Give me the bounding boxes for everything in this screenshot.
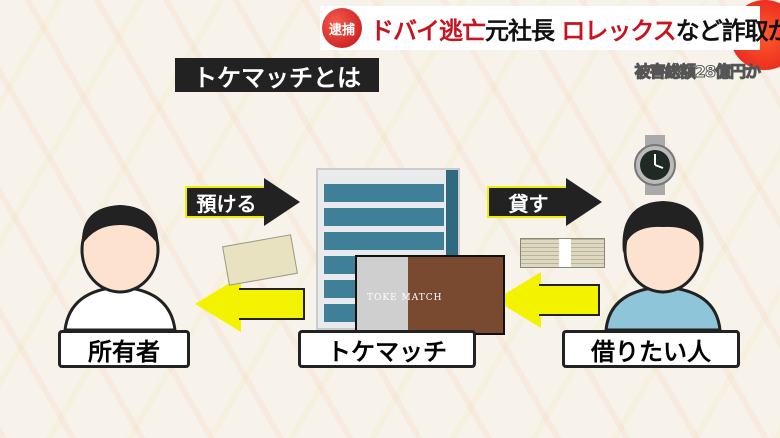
payment-to-owner-arrow [195,276,305,332]
lend-arrow: 貸す [487,178,602,226]
lend-label: 貸す [487,186,568,218]
deposit-label: 預ける [185,186,266,218]
tokematch-photo: TOKE MATCH [355,255,505,335]
headline-banner: ドバイ逃亡元社長 ロレックスなど詐取か [320,6,780,50]
payment-from-borrower-arrow [495,272,600,328]
tokematch-logo: TOKE MATCH [367,293,443,303]
arrest-badge: 逮捕 [322,8,362,48]
headline-part4: など詐取か [675,16,780,45]
headline-part2: 元社長 [485,16,555,45]
borrower-person-icon [604,201,722,330]
headline-part3: ロレックス [561,16,676,45]
company-label: トケマッチ [298,330,476,368]
subheadline: 被害総額28億円か [634,62,761,82]
watch-icon [634,135,676,195]
headline-part1: ドバイ逃亡 [370,16,486,45]
deposit-arrow: 預ける [185,178,300,226]
section-title: トケマッチとは [175,58,379,92]
owner-person-icon [63,205,177,330]
money-stack-icon [520,238,605,268]
owner-label: 所有者 [58,330,190,368]
borrower-label: 借りたい人 [562,330,740,368]
